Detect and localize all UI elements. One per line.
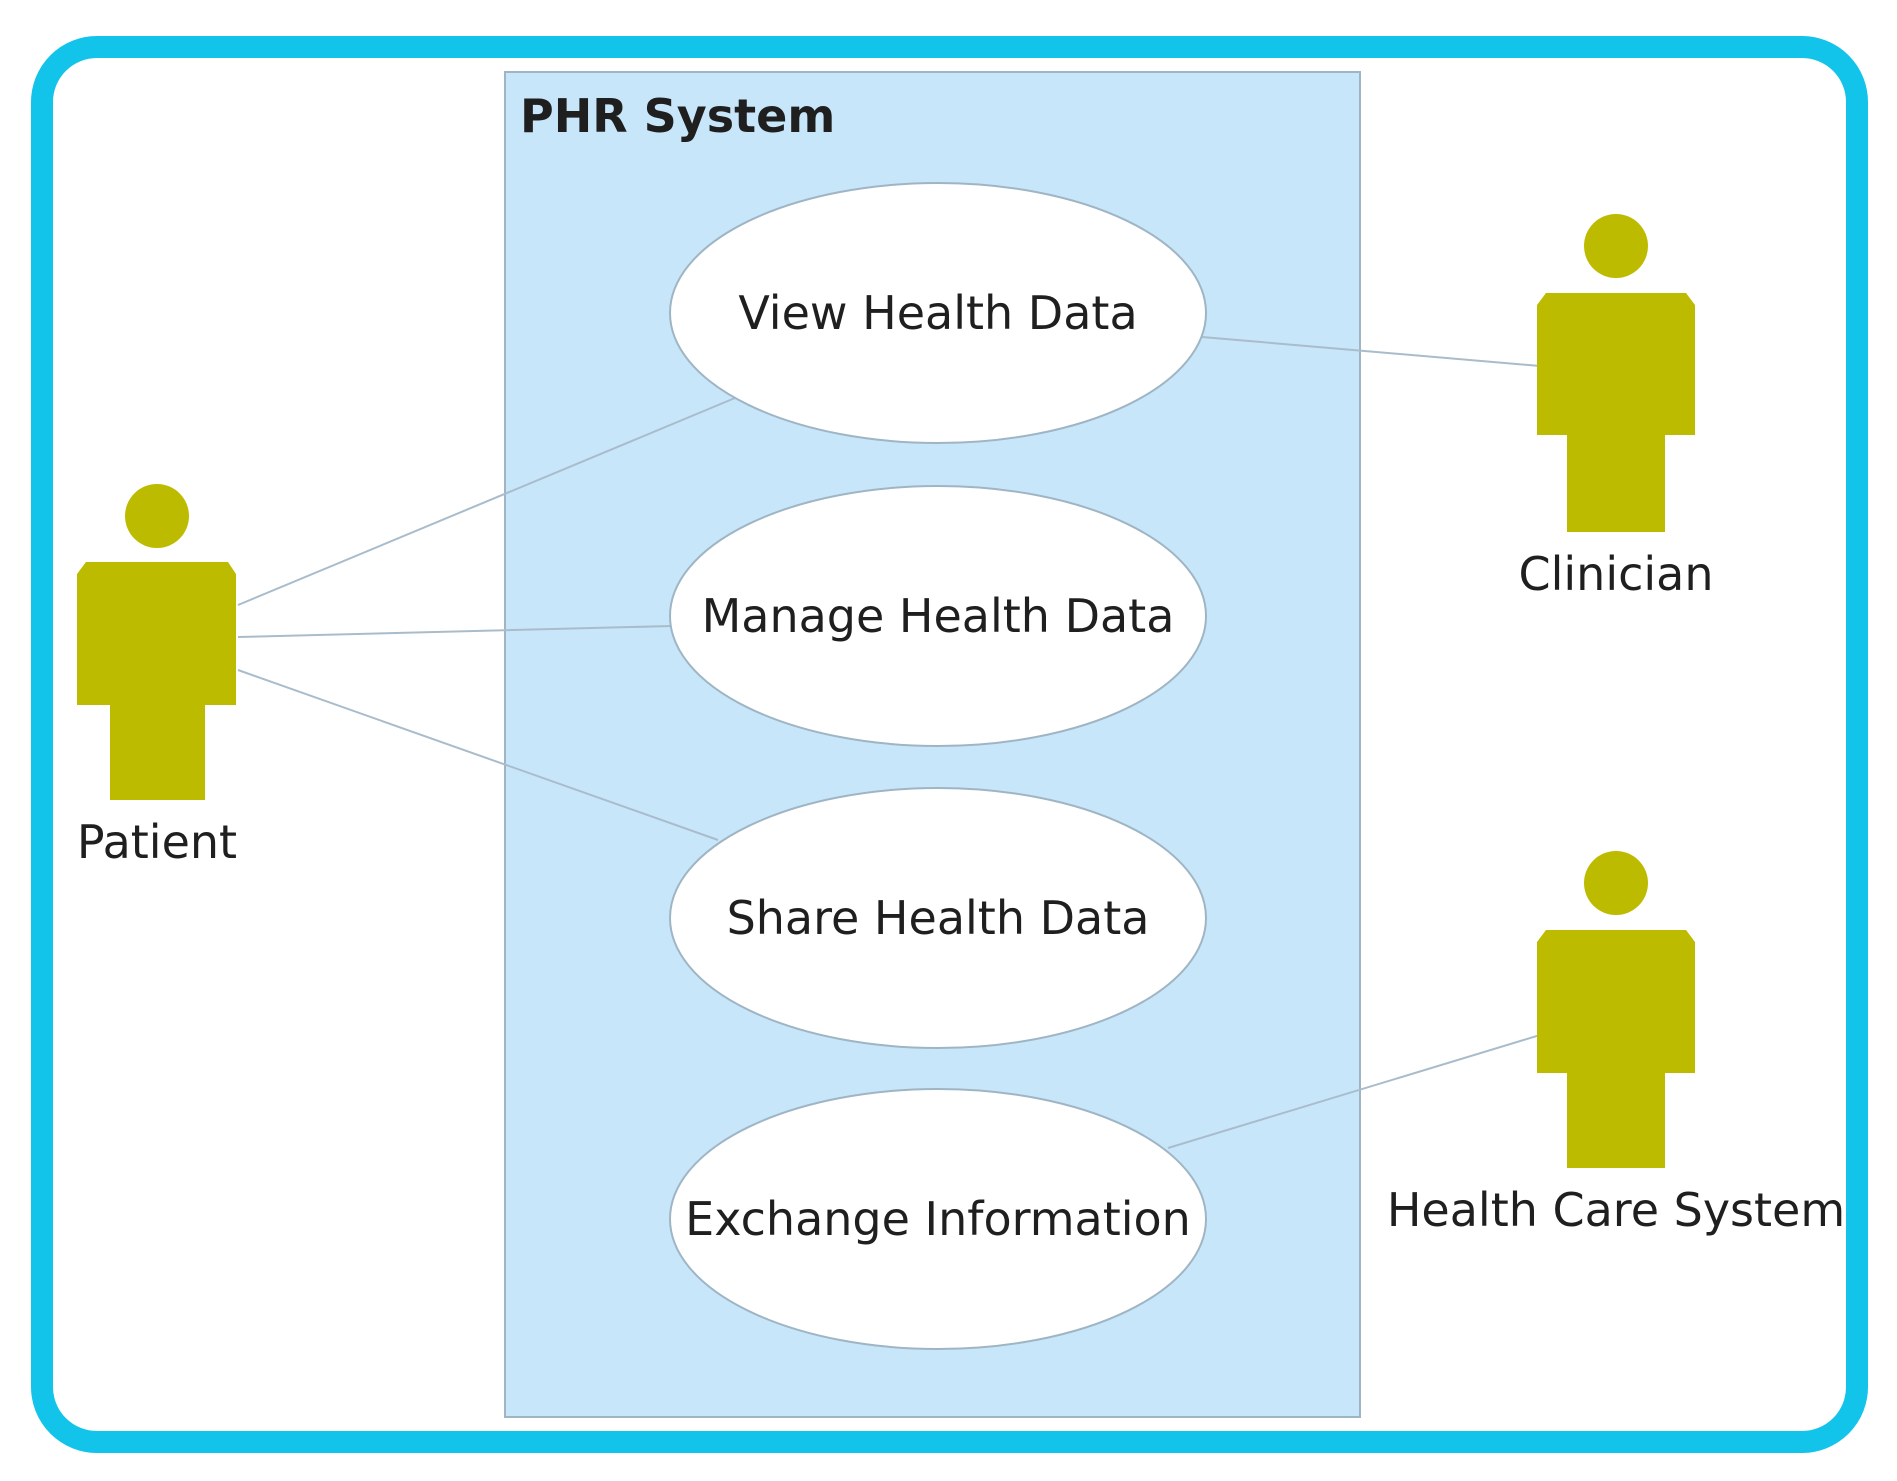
connectors <box>237 336 1541 1149</box>
use-case-view-ellipse <box>669 182 1207 444</box>
actor-health-care-system[interactable]: Health Care System <box>1387 851 1845 1237</box>
connector-patient-share <box>237 669 719 841</box>
use-case-view[interactable]: View Health Data <box>669 182 1207 444</box>
actor-patient[interactable]: Patient <box>77 484 237 869</box>
use-case-manage-ellipse <box>669 485 1207 747</box>
connector-patient-view <box>237 397 736 606</box>
actor-clinician-icon <box>1537 214 1695 532</box>
connector-view-clinician <box>1201 336 1541 367</box>
actor-patient-icon <box>77 484 236 800</box>
actor-health-care-system-icon <box>1537 851 1695 1168</box>
actor-patient-label: Patient <box>77 815 237 869</box>
use-case-view-label: View Health Data <box>738 286 1137 340</box>
use-case-exchange-label: Exchange Information <box>685 1192 1191 1246</box>
use-case-share[interactable]: Share Health Data <box>669 787 1207 1049</box>
use-case-exchange-ellipse <box>669 1088 1207 1350</box>
connector-patient-manage <box>237 625 673 638</box>
use-case-manage[interactable]: Manage Health Data <box>669 485 1207 747</box>
use-case-exchange[interactable]: Exchange Information <box>669 1088 1207 1350</box>
actor-health-care-system-label: Health Care System <box>1387 1183 1845 1237</box>
actor-clinician-label: Clinician <box>1518 547 1713 601</box>
use-case-manage-label: Manage Health Data <box>702 589 1175 643</box>
connector-exchange-healthcaresystem <box>1167 1034 1541 1149</box>
use-case-share-ellipse <box>669 787 1207 1049</box>
actor-clinician[interactable]: Clinician <box>1518 214 1714 601</box>
use-case-share-label: Share Health Data <box>727 891 1150 945</box>
system-title: PHR System <box>520 89 835 143</box>
